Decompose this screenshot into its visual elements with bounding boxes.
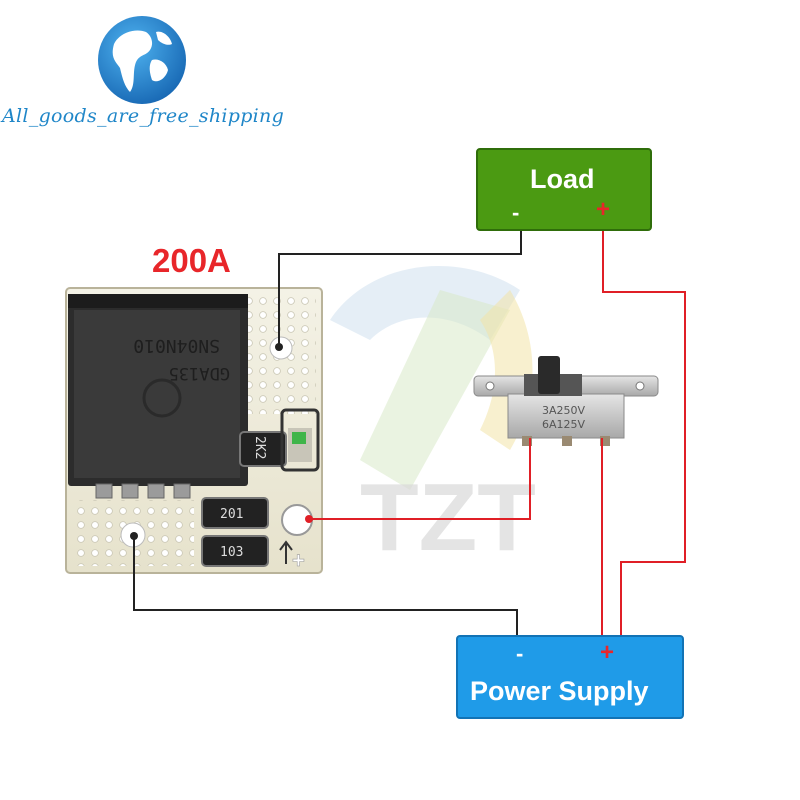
watermark-text: TZT: [360, 464, 536, 570]
polarity-plus-mark: +: [292, 548, 305, 573]
power-supply-label: Power Supply: [470, 676, 649, 706]
resistor-103-label: 103: [220, 545, 243, 560]
load-negative-terminal: -: [512, 200, 520, 225]
resistor-201-label: 201: [220, 507, 243, 522]
load-positive-terminal: +: [596, 196, 611, 223]
supply-positive-terminal: +: [600, 639, 615, 666]
resistor-2k2-label: 2K2: [252, 436, 267, 459]
supply-negative-terminal: -: [516, 641, 524, 666]
globe-icon: [98, 16, 186, 104]
power-supply-box: - + Power Supply: [456, 635, 684, 719]
logo-text: All_goods_are_free_shipping: [2, 105, 285, 127]
watermark-logo: TZT: [330, 266, 536, 570]
load-label: Load: [530, 164, 595, 194]
switch-rating-2: 6A125V: [542, 418, 586, 431]
mosfet-marking-1: SN04N010: [133, 335, 220, 356]
slide-switch: 3A250V 6A125V: [473, 356, 659, 446]
current-rating-title: 200A: [152, 242, 231, 279]
mosfet-module-board: SN04N010 GDA135 2K2 201 103 +: [65, 287, 323, 574]
wire-load-negative: [278, 231, 522, 347]
wire-module-to-switch: [309, 438, 531, 520]
wire-supply-negative: [133, 536, 518, 638]
mosfet-marking-2: GDA135: [169, 363, 230, 383]
wire-load-positive: [602, 231, 686, 638]
load-box: Load - +: [476, 148, 652, 231]
switch-rating-1: 3A250V: [542, 404, 586, 417]
